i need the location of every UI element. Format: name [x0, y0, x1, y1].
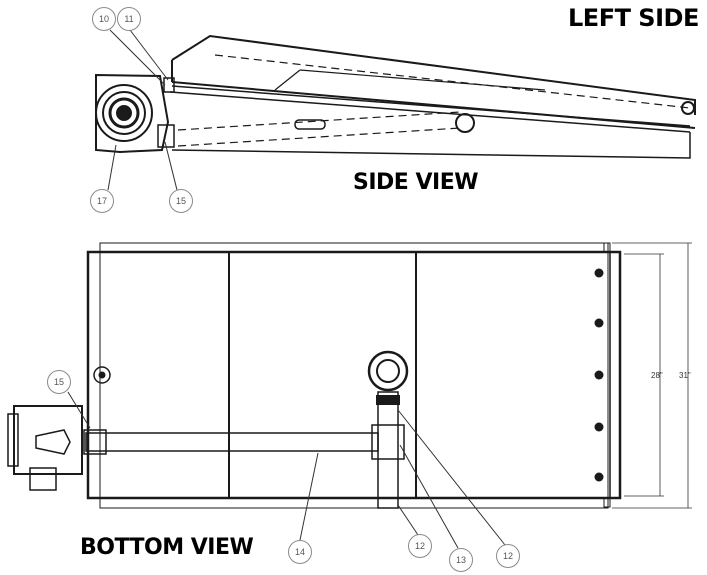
pipe-coupling-left — [83, 429, 107, 455]
bolt-4 — [594, 422, 604, 432]
callout-17: 17 — [90, 189, 114, 213]
callout-12-left: 12 — [408, 534, 432, 558]
outer-flange — [99, 242, 609, 509]
rib-2 — [299, 69, 546, 91]
base-plate — [171, 132, 691, 159]
side-view-drawing — [95, 34, 696, 159]
left-side-title: LEFT SIDE — [568, 4, 699, 32]
vertical-riser — [377, 391, 399, 509]
bolt-3 — [594, 370, 604, 380]
callout-10: 10 — [92, 7, 116, 31]
callout-14: 14 — [288, 540, 312, 564]
side-fitting — [455, 113, 475, 133]
main-body — [86, 250, 622, 500]
callout-15-bottom: 15 — [47, 370, 71, 394]
side-access-slot — [294, 119, 326, 130]
bottom-view-leaders — [67, 391, 506, 549]
pipe-loop-outer — [367, 350, 409, 392]
callout-13: 13 — [449, 548, 473, 572]
riser-coupling — [376, 395, 400, 405]
blower-ring-inner — [108, 97, 140, 129]
drain-fitting-inner — [98, 371, 106, 379]
leader-10 — [109, 29, 166, 86]
drain-fitting-outer — [93, 366, 111, 384]
main-pipe — [85, 432, 379, 452]
bolt-1 — [594, 268, 604, 278]
pipe-loop-inner — [376, 359, 400, 383]
leader-12-right — [397, 409, 506, 546]
leader-11 — [129, 29, 169, 81]
bolt-row — [594, 268, 604, 482]
hood-top — [171, 34, 696, 115]
frame-rail-lower — [169, 91, 691, 133]
burner-housing — [95, 73, 170, 154]
side-view-leaders — [107, 29, 178, 191]
leader-17 — [107, 144, 117, 191]
hidden-line-tube-top — [177, 111, 461, 131]
rib-1 — [274, 69, 301, 91]
riser-tee — [371, 424, 405, 460]
callout-11: 11 — [117, 7, 141, 31]
hinge-bracket — [163, 77, 175, 93]
rear-pivot — [681, 101, 695, 115]
bottom-view-drawing — [7, 242, 692, 509]
blower-hub — [116, 105, 132, 121]
hidden-line-upper — [214, 54, 691, 109]
blower-ring-mid — [102, 91, 146, 135]
side-view-title: SIDE VIEW — [353, 170, 479, 195]
dimension-lines — [612, 242, 692, 509]
callout-15-side: 15 — [169, 189, 193, 213]
burner-nozzle — [35, 429, 71, 455]
bolt-5 — [594, 472, 604, 482]
bottom-view-title: BOTTOM VIEW — [80, 535, 254, 560]
leader-12-left — [397, 504, 419, 536]
corner-tab-bottom — [603, 497, 611, 508]
burner-box-bottom — [29, 467, 57, 491]
bolt-2 — [594, 318, 604, 328]
burner-box-top — [7, 413, 19, 467]
frame-rail-top — [171, 85, 691, 127]
leader-14 — [299, 452, 319, 541]
leader-15-bottom — [67, 391, 91, 429]
hidden-line-tube-bottom — [177, 127, 461, 147]
leader-15-side — [164, 141, 178, 191]
dimension-label-inner: 28" — [651, 371, 663, 380]
callout-12-right: 12 — [496, 544, 520, 568]
leader-13 — [399, 444, 459, 549]
blower-ring-outer — [95, 84, 153, 142]
corner-tab-top — [603, 242, 611, 253]
burner-box — [13, 405, 83, 475]
dimension-label-outer: 31" — [679, 371, 691, 380]
